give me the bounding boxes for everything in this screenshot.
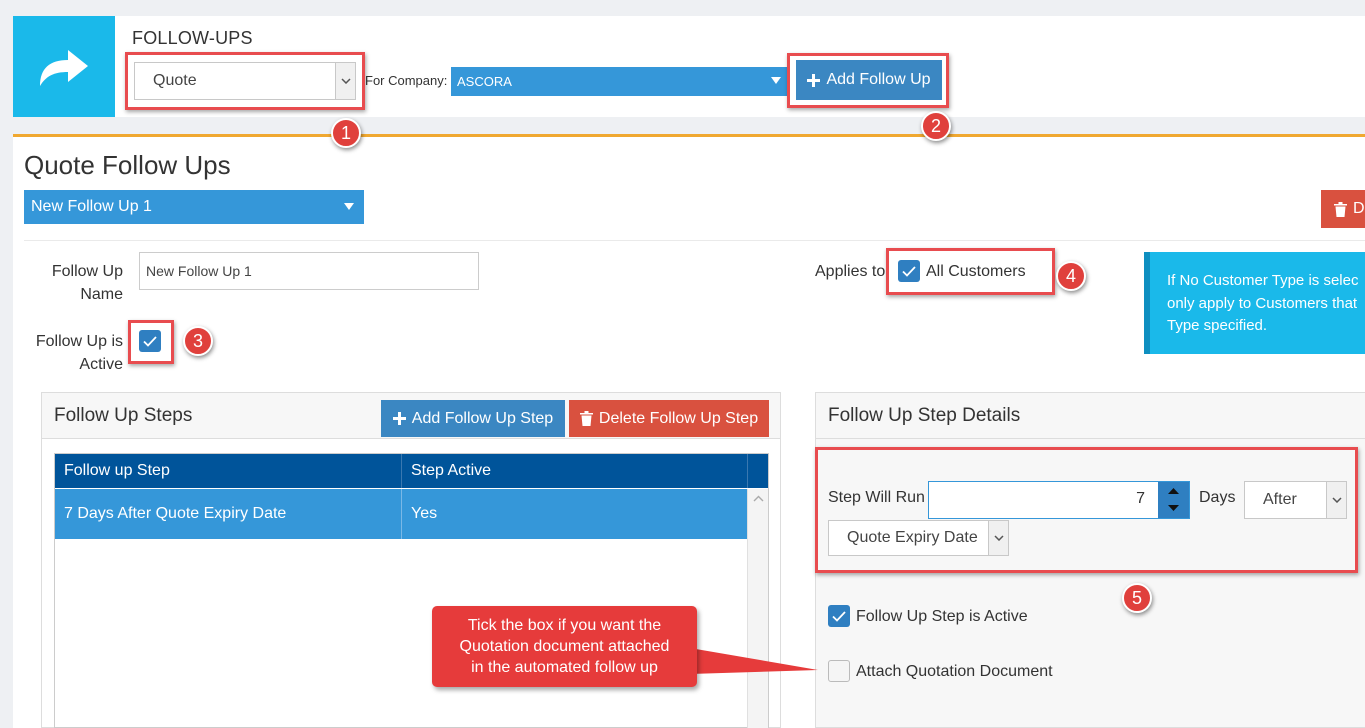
company-value: ASCORA bbox=[457, 74, 512, 89]
annotation-badge-2: 2 bbox=[921, 111, 951, 141]
caret-down-icon bbox=[344, 203, 354, 210]
follow-up-name-label: Follow Up Name bbox=[51, 263, 123, 303]
page-title: Quote Follow Ups bbox=[24, 150, 231, 180]
chevron-down-icon bbox=[988, 521, 1008, 555]
table-scrollbar[interactable] bbox=[747, 489, 768, 728]
before-after-select[interactable]: After bbox=[1244, 481, 1347, 519]
follow-up-name-input[interactable] bbox=[139, 252, 479, 290]
follow-up-steps-title: Follow Up Steps bbox=[54, 405, 193, 426]
column-header-follow-up-step[interactable]: Follow up Step bbox=[55, 454, 402, 488]
cell-step-active: Yes bbox=[411, 505, 438, 522]
chevron-up-icon bbox=[753, 495, 764, 502]
plus-icon bbox=[807, 73, 821, 87]
annotation-badge-1: 1 bbox=[331, 118, 361, 148]
cell-follow-up-step: 7 Days After Quote Expiry Date bbox=[55, 489, 402, 539]
chevron-down-icon bbox=[335, 63, 355, 99]
caret-down-icon bbox=[771, 77, 781, 84]
record-type-value: Quote bbox=[153, 72, 197, 89]
follow-up-select[interactable]: New Follow Up 1 bbox=[24, 190, 364, 224]
annotation-badge-5: 5 bbox=[1122, 583, 1152, 613]
column-header-step-active[interactable]: Step Active bbox=[402, 454, 748, 488]
highlight-follow-up-active bbox=[128, 320, 174, 364]
highlight-applies-to bbox=[886, 248, 1055, 295]
step-active-checkbox[interactable] bbox=[828, 605, 850, 627]
step-active-label: Follow Up Step is Active bbox=[856, 608, 1028, 625]
steps-table-header: Follow up Step Step Active bbox=[55, 454, 768, 488]
info-line: Type specified. bbox=[1167, 317, 1268, 334]
callout-line: Quotation document attached bbox=[459, 638, 670, 655]
checkmark-icon bbox=[143, 335, 157, 347]
follow-up-active-checkbox[interactable] bbox=[139, 330, 161, 352]
all-customers-checkbox[interactable] bbox=[898, 260, 920, 282]
record-type-select[interactable]: Quote bbox=[134, 62, 356, 100]
spin-up-icon[interactable] bbox=[1168, 488, 1179, 494]
customer-type-info-box: If No Customer Type is selec only apply … bbox=[1144, 252, 1365, 354]
chevron-down-icon bbox=[1326, 482, 1346, 518]
tip-callout: Tick the box if you want the Quotation d… bbox=[432, 606, 697, 687]
highlight-record-type bbox=[125, 52, 365, 110]
days-value: 7 bbox=[1136, 490, 1145, 507]
date-reference-select[interactable]: Quote Expiry Date bbox=[828, 520, 1009, 556]
annotation-badge-4: 4 bbox=[1056, 261, 1086, 291]
before-after-value: After bbox=[1263, 491, 1297, 508]
annotation-badge-3: 3 bbox=[183, 326, 213, 356]
days-label: Days bbox=[1199, 489, 1236, 506]
module-title: FOLLOW-UPS bbox=[132, 28, 253, 48]
info-line: If No Customer Type is selec bbox=[1167, 272, 1359, 289]
trash-icon bbox=[579, 411, 593, 426]
checkmark-icon bbox=[902, 265, 916, 277]
checkmark-icon bbox=[832, 610, 846, 622]
follow-up-logo bbox=[13, 16, 115, 117]
highlight-step-run bbox=[815, 447, 1358, 573]
applies-to-label: Applies to: bbox=[815, 263, 890, 280]
add-follow-up-button[interactable]: Add Follow Up bbox=[796, 60, 942, 100]
add-follow-up-label: Add Follow Up bbox=[826, 71, 931, 88]
all-customers-label: All Customers bbox=[926, 263, 1026, 280]
attach-quotation-checkbox[interactable] bbox=[828, 660, 850, 682]
days-number-input[interactable] bbox=[928, 481, 1190, 519]
callout-pointer bbox=[690, 648, 818, 674]
days-spinner[interactable] bbox=[1158, 482, 1189, 518]
attach-quotation-label: Attach Quotation Document bbox=[856, 663, 1053, 680]
follow-up-select-value: New Follow Up 1 bbox=[31, 198, 152, 215]
delete-follow-up-label: D bbox=[1353, 200, 1365, 217]
step-details-header bbox=[816, 393, 1365, 439]
table-row[interactable]: 7 Days After Quote Expiry Date Yes bbox=[55, 489, 747, 539]
step-details-title: Follow Up Step Details bbox=[828, 405, 1021, 426]
company-select[interactable]: ASCORA bbox=[451, 67, 787, 96]
info-line: only apply to Customers that bbox=[1167, 294, 1358, 312]
add-follow-up-step-button[interactable]: Add Follow Up Step bbox=[381, 400, 565, 437]
callout-line: in the automated follow up bbox=[471, 659, 658, 676]
section-divider bbox=[24, 240, 1365, 241]
delete-step-label: Delete Follow Up Step bbox=[598, 409, 759, 427]
trash-icon bbox=[1334, 201, 1347, 217]
company-label: For Company: bbox=[365, 73, 448, 88]
plus-icon bbox=[392, 412, 406, 425]
orange-divider bbox=[13, 134, 1365, 137]
highlight-add-follow-up bbox=[787, 53, 949, 108]
delete-follow-up-step-button[interactable]: Delete Follow Up Step bbox=[569, 400, 769, 437]
date-reference-value: Quote Expiry Date bbox=[847, 529, 978, 546]
delete-follow-up-button[interactable]: D bbox=[1321, 190, 1365, 228]
step-will-run-label: Step Will Run bbox=[828, 489, 925, 506]
add-step-label: Add Follow Up Step bbox=[411, 409, 554, 427]
callout-line: Tick the box if you want the bbox=[467, 617, 662, 634]
spin-down-icon[interactable] bbox=[1168, 505, 1179, 511]
follow-up-active-label: Follow Up is Active bbox=[35, 333, 123, 373]
redo-arrow-icon bbox=[40, 49, 88, 86]
